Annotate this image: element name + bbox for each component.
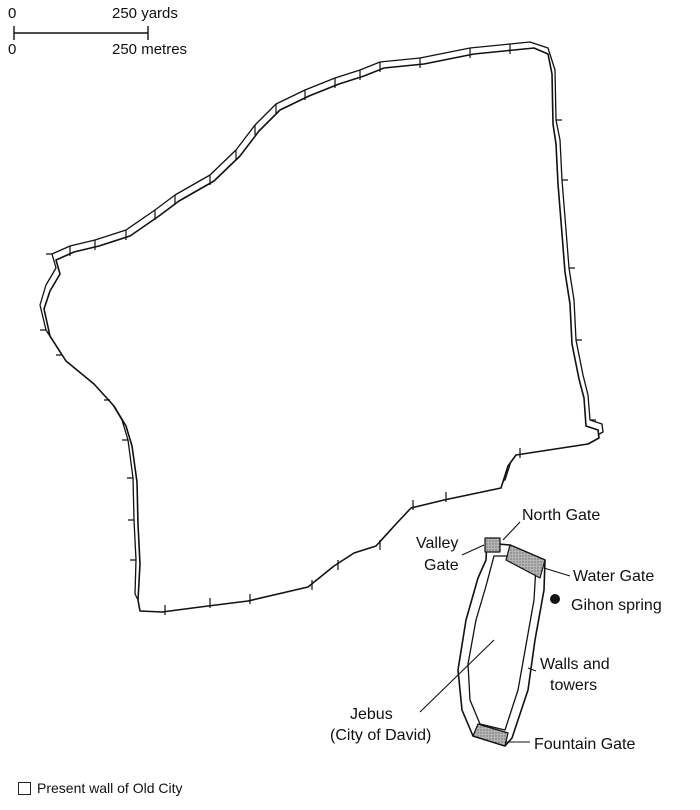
legend-wall-swatch bbox=[18, 781, 31, 795]
label-north-gate: North Gate bbox=[522, 507, 600, 524]
label-water-gate: Water Gate bbox=[573, 568, 654, 585]
label-gihon-spring: Gihon spring bbox=[571, 597, 662, 614]
scale-metres-label: 250 metres bbox=[112, 41, 187, 58]
north-gate-mark bbox=[484, 537, 501, 553]
map-legend: Present wall of Old City bbox=[18, 780, 183, 796]
label-walls-1: Walls and bbox=[540, 656, 610, 673]
scale-zero-metres: 0 bbox=[8, 41, 16, 58]
fountain-gate-mark bbox=[472, 723, 509, 747]
water-gate-mark bbox=[505, 544, 546, 579]
scale-yards-label: 250 yards bbox=[112, 5, 178, 22]
label-valley-gate-1: Valley bbox=[416, 535, 458, 552]
old-city-wall-towers bbox=[40, 44, 596, 615]
leader-lines bbox=[419, 521, 571, 743]
label-valley-gate-2: Gate bbox=[424, 557, 459, 574]
label-jebus-2: (City of David) bbox=[330, 727, 431, 744]
label-walls-2: towers bbox=[550, 677, 597, 694]
label-jebus-1: Jebus bbox=[350, 706, 393, 723]
scale-bar: 0 250 yards 0 250 metres bbox=[8, 5, 187, 58]
old-city-wall bbox=[39, 41, 604, 615]
city-of-david-walls bbox=[457, 537, 546, 747]
gihon-spring-dot bbox=[550, 594, 560, 604]
scale-zero-yards: 0 bbox=[8, 5, 16, 22]
legend-wall-label: Present wall of Old City bbox=[37, 780, 183, 796]
old-city-wall-front bbox=[43, 47, 600, 613]
label-fountain-gate: Fountain Gate bbox=[534, 736, 636, 753]
